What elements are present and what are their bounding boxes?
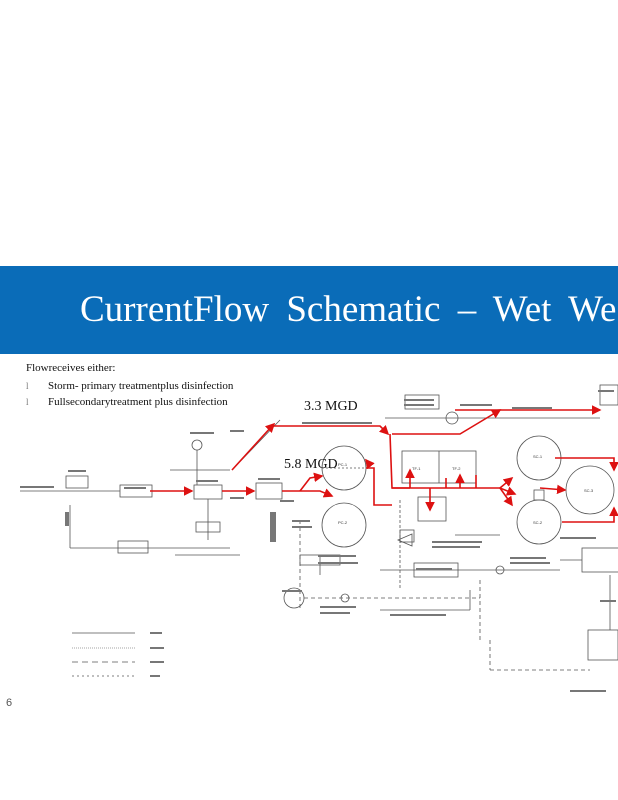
bypass-box <box>117 540 149 554</box>
label-pc-2: PC-2 <box>338 520 348 525</box>
disinfection-box <box>581 547 618 573</box>
flow-paths <box>150 405 618 523</box>
screening-box <box>119 484 153 498</box>
bullet-list: Flowreceives either: l Storm- primary tr… <box>26 362 236 412</box>
label-tf-1: TF-1 <box>412 466 421 471</box>
outfall-box <box>599 384 618 406</box>
label-sc-1: SC-1 <box>533 454 543 459</box>
bullet-intro: Flowreceives either: <box>26 362 116 374</box>
unit-labels: PC-1 PC-2 SC-1 SC-2 SC-3 TF-1 TF-2 <box>338 454 594 525</box>
flow-label-lower: 5.8 MGD <box>284 457 338 472</box>
label-sc-3: SC-3 <box>584 488 594 493</box>
sludge-storage-box <box>587 629 618 661</box>
grit-tank-box <box>193 484 223 500</box>
page-number: 6 <box>6 697 13 709</box>
label-sc-2: SC-2 <box>533 520 543 525</box>
digester-box <box>417 496 447 522</box>
bullet-marker: l <box>26 381 29 391</box>
influent-structure <box>65 475 89 489</box>
primary-clarifier-2 <box>321 502 367 548</box>
schematic-annotations <box>20 390 616 692</box>
bullet-marker: l <box>26 397 29 407</box>
flow-schematic: PC-1 PC-2 SC-1 SC-2 SC-3 TF-1 TF-2 <box>20 384 618 692</box>
anaerobic-digester-label-box <box>404 394 440 410</box>
flow-label-upper: 3.3 MGD <box>304 399 358 414</box>
bullet-item-secondary: l Fullsecondarytreatment plus disinfecti… <box>26 396 236 408</box>
label-tf-2: TF-2 <box>452 466 461 471</box>
equalization-box <box>255 482 283 500</box>
bullet-text: Storm- primary treatmentplus disinfectio… <box>48 380 234 392</box>
pump-symbol <box>191 439 203 451</box>
label-pc-1: PC-1 <box>338 462 348 467</box>
bullet-item-storm: l Storm- primary treatmentplus disinfect… <box>26 380 236 392</box>
pump-box <box>195 521 221 533</box>
title-bar: CurrentFlow Schematic – Wet We <box>0 266 618 354</box>
process-linework <box>20 384 618 677</box>
slide-title: CurrentFlow Schematic – Wet We <box>80 289 617 330</box>
bullet-text: Fullsecondarytreatment plus disinfection <box>48 396 228 408</box>
